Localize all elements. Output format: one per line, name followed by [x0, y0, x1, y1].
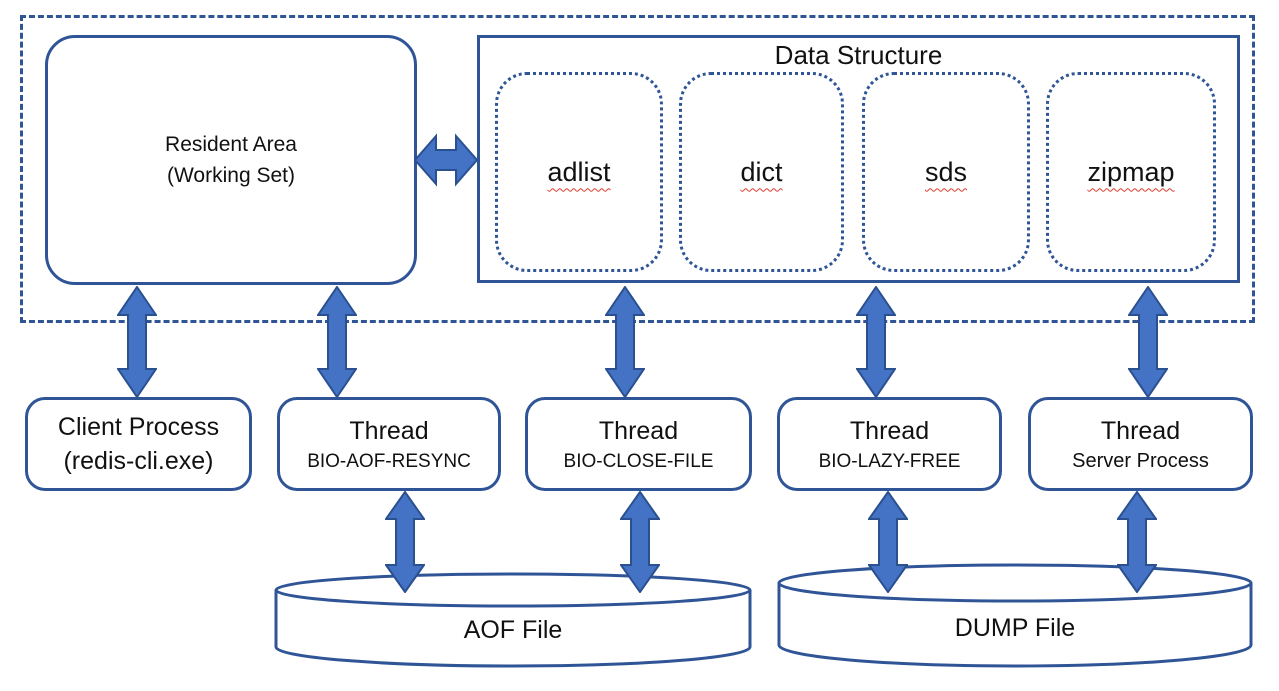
bidirectional-arrow-aofresync-aoffile-icon	[385, 491, 425, 593]
dump-file-cylinder: DUMP File	[776, 561, 1254, 671]
client-process-label: Client Process	[57, 413, 220, 441]
ds-item-zipmap-label: zipmap	[1087, 156, 1175, 187]
client-process-box: Client Process (redis-cli.exe)	[25, 397, 252, 491]
thread-bio-lazy-free-box: Thread BIO-LAZY-FREE	[777, 397, 1002, 491]
bidirectional-arrow-lazyfree-dumpfile-icon	[868, 491, 908, 593]
thread-detail: Server Process	[1072, 449, 1209, 472]
dump-file-label: DUMP File	[954, 614, 1076, 642]
bidirectional-arrow-resident-datastructure-icon	[414, 133, 478, 187]
cylinder-shape-icon	[274, 572, 752, 668]
resident-area-label-line1: Resident Area	[165, 133, 297, 156]
thread-bio-aof-resync-box: Thread BIO-AOF-RESYNC	[277, 397, 501, 491]
bidirectional-arrow-datastructure-server-icon	[1128, 286, 1168, 398]
ds-item-dict-label: dict	[740, 156, 783, 187]
ds-item-sds-label: sds	[924, 156, 968, 187]
thread-label: Thread	[349, 416, 429, 445]
thread-label: Thread	[598, 416, 679, 445]
client-process-detail: (redis-cli.exe)	[63, 447, 214, 475]
thread-detail: BIO-AOF-RESYNC	[307, 450, 471, 472]
ds-item-adlist-label: adlist	[547, 156, 611, 187]
bidirectional-arrow-resident-client-icon	[117, 286, 157, 398]
bidirectional-arrow-datastructure-lazyfree-icon	[856, 286, 896, 398]
aof-file-label: AOF File	[463, 616, 563, 644]
thread-label: Thread	[1100, 416, 1181, 445]
bidirectional-arrow-closefile-aoffile-icon	[620, 491, 660, 593]
ds-item-sds: sds	[862, 72, 1030, 272]
thread-detail: BIO-LAZY-FREE	[818, 450, 961, 472]
ds-item-dict: dict	[679, 72, 844, 272]
thread-bio-close-file-box: Thread BIO-CLOSE-FILE	[525, 397, 752, 491]
bidirectional-arrow-datastructure-closefile-icon	[605, 286, 645, 398]
thread-server-process-box: Thread Server Process	[1028, 397, 1253, 491]
bidirectional-arrow-server-dumpfile-icon	[1117, 491, 1157, 593]
thread-label: Thread	[849, 416, 930, 445]
thread-detail: BIO-CLOSE-FILE	[563, 450, 714, 472]
memory-boundary-dashed-box	[20, 15, 1255, 323]
resident-area-box: Resident Area (Working Set)	[45, 35, 417, 285]
bidirectional-arrow-resident-aofresync-icon	[317, 286, 357, 398]
ds-item-zipmap: zipmap	[1046, 72, 1216, 272]
aof-file-cylinder: AOF File	[273, 570, 753, 670]
data-structure-title: Data Structure	[774, 40, 943, 70]
resident-area-label-line2: (Working Set)	[167, 164, 295, 187]
ds-item-adlist: adlist	[495, 72, 663, 272]
